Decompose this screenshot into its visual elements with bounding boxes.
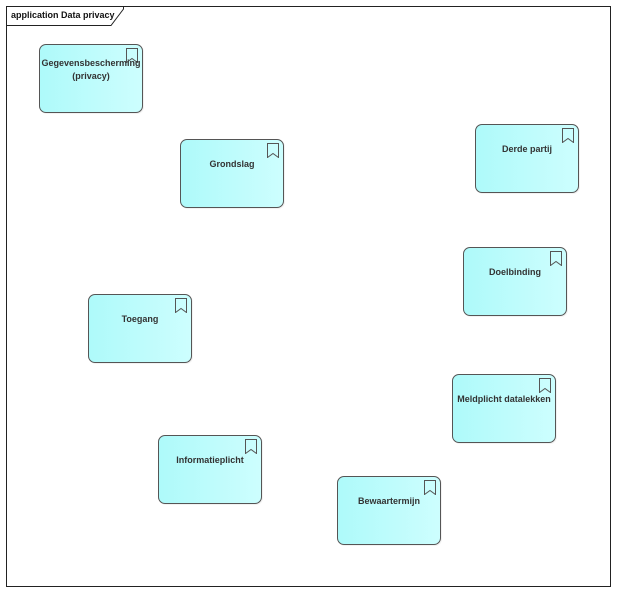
title-tab-outline xyxy=(6,6,124,26)
bookmark-icon xyxy=(126,48,138,63)
node-doelbinding[interactable]: Doelbinding xyxy=(463,247,567,316)
node-derde-partij[interactable]: Derde partij xyxy=(475,124,579,193)
node-label: Informatieplicht xyxy=(176,455,244,465)
diagram-title: application Data privacy xyxy=(11,10,115,20)
node-label: Grondslag xyxy=(209,159,255,169)
bookmark-icon xyxy=(245,439,257,454)
node-label: Bewaartermijn xyxy=(357,496,421,506)
bookmark-icon xyxy=(175,298,187,313)
node-label: Meldplicht datalekken xyxy=(457,394,551,404)
bookmark-icon xyxy=(550,251,562,266)
bookmark-icon xyxy=(267,143,279,158)
node-label: Toegang xyxy=(121,314,159,324)
bookmark-icon xyxy=(539,378,551,393)
diagram-title-tab: application Data privacy xyxy=(6,6,124,26)
node-meldplicht-datalekken[interactable]: Meldplicht datalekken xyxy=(452,374,556,443)
node-label: Gegevensbescherming (privacy) xyxy=(41,57,141,81)
node-label: Derde partij xyxy=(501,144,552,154)
bookmark-icon xyxy=(424,480,436,495)
node-gegevensbescherming[interactable]: Gegevensbescherming (privacy) xyxy=(39,44,143,113)
node-label: Doelbinding xyxy=(489,267,541,277)
node-bewaartermijn[interactable]: Bewaartermijn xyxy=(337,476,441,545)
node-toegang[interactable]: Toegang xyxy=(88,294,192,363)
node-informatieplicht[interactable]: Informatieplicht xyxy=(158,435,262,504)
bookmark-icon xyxy=(562,128,574,143)
node-grondslag[interactable]: Grondslag xyxy=(180,139,284,208)
